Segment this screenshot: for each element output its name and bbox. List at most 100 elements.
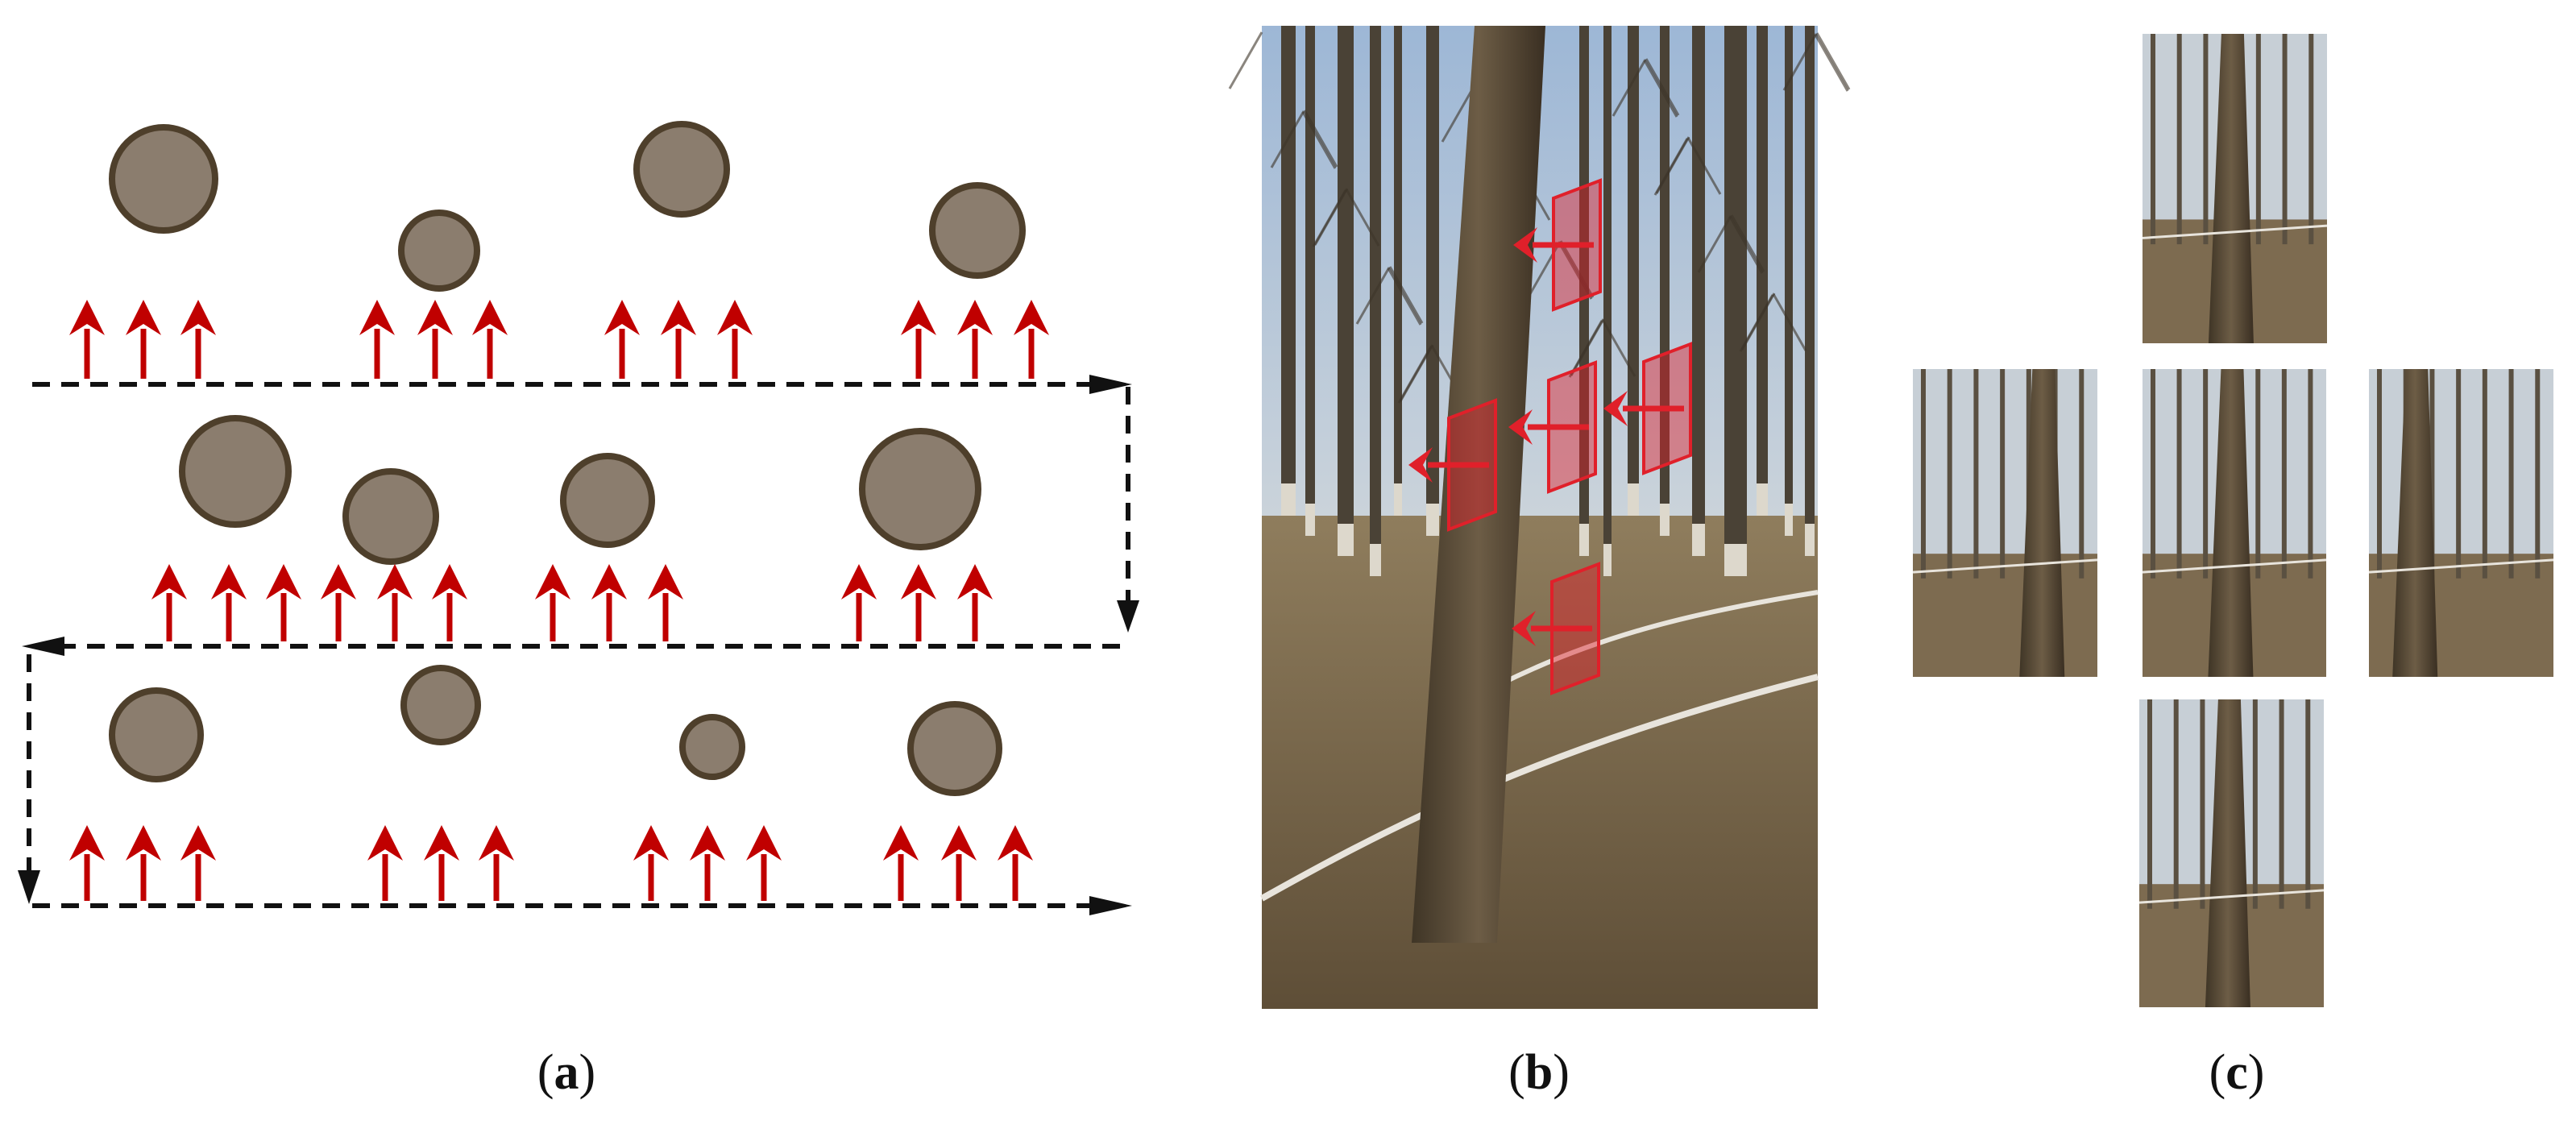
camera-arrow-head — [151, 564, 187, 600]
camera-arrow-head — [717, 300, 753, 335]
photo-b-branch — [1814, 34, 1849, 92]
thumbnail-main-trunk — [2019, 369, 2065, 677]
thumbnail-bg-tree — [2000, 369, 2006, 579]
camera-arrow-head — [901, 564, 936, 600]
thumbnail-left — [1912, 369, 2098, 677]
photo-b-branch — [1612, 59, 1647, 117]
tree-stems-group — [109, 121, 1026, 796]
photo-b-branch — [1441, 85, 1476, 143]
camera-arrow-head — [69, 825, 105, 861]
camera-arrow-head — [424, 825, 459, 861]
thumbnail-bg-tree — [2176, 34, 2182, 245]
path-arrowhead-1 — [1089, 375, 1132, 394]
image-plane-arrow-head — [1603, 391, 1628, 426]
thumbnail-bg-tree — [2282, 34, 2288, 245]
photo-b-tree-trunk — [1603, 26, 1612, 576]
panel-c-label: (c) — [2209, 1045, 2265, 1100]
thumbnail-bg-tree — [2255, 34, 2261, 245]
thumbnail-main-trunk — [2208, 34, 2254, 343]
photo-b-branch — [1815, 32, 1851, 90]
camera-arrow-head — [883, 825, 919, 861]
tree-stem-circle — [633, 121, 730, 218]
photo-b-tree-whitewash — [1724, 544, 1747, 576]
panel-b-label: (b) — [1508, 1045, 1570, 1100]
image-plane-arrow-head — [1508, 409, 1533, 445]
photo-b-tree-whitewash — [1426, 504, 1439, 536]
photo-b-branch — [1345, 189, 1380, 247]
photo-b-tree-trunk — [1394, 26, 1402, 516]
tree-stem-circle — [679, 714, 745, 780]
photo-b-tree-whitewash — [1660, 504, 1670, 536]
image-plane-arrow-head — [1512, 611, 1536, 646]
photo-b-branch — [1782, 33, 1818, 91]
photo-b-branch — [1697, 215, 1732, 273]
photo-b-main-trunk — [1412, 26, 1545, 943]
thumbnail-bg-tree — [2535, 369, 2541, 579]
thumbnail-tape — [2368, 558, 2554, 574]
camera-arrow-head — [472, 300, 508, 335]
camera-arrow-head — [417, 300, 453, 335]
path-arrowhead-5 — [1089, 896, 1132, 915]
camera-arrow-head — [957, 300, 993, 335]
photo-b-branch — [1728, 216, 1764, 274]
photo-b-branch — [1558, 242, 1593, 300]
tree-stem-circle — [400, 665, 481, 745]
photo-b-tree-whitewash — [1305, 504, 1315, 536]
photo-b-tree-whitewash — [1338, 524, 1354, 556]
photo-b-tree-trunk — [1785, 26, 1793, 536]
thumbnail-bg-tree — [2176, 369, 2182, 579]
camera-arrow-head — [1014, 300, 1049, 335]
thumbnail-bg-tree — [2508, 369, 2514, 579]
photo-b-tree-whitewash — [1603, 544, 1612, 576]
photo-b-tree-trunk — [1338, 26, 1354, 556]
camera-arrow-head — [998, 825, 1033, 861]
photo-b-tree-trunk — [1692, 26, 1705, 556]
camera-arrow-head — [69, 300, 105, 335]
camera-direction-arrows — [69, 300, 1049, 901]
camera-arrow-head — [648, 564, 683, 600]
photo-b-branch — [1270, 110, 1305, 168]
thumbnail-bg-tree — [2147, 699, 2152, 909]
thumbnail-bg-tree — [2151, 369, 2155, 579]
photo-b-branch — [1303, 110, 1338, 168]
photo-b-tree-trunk — [1579, 26, 1589, 556]
photo-b-tree-whitewash — [1281, 483, 1296, 516]
photo-b-tree-trunk — [1370, 26, 1381, 576]
photo-b-tree-trunk — [1628, 26, 1639, 516]
photo-b-tree-whitewash — [1579, 524, 1589, 556]
tree-stem-circle — [109, 687, 204, 782]
camera-arrow-head — [591, 564, 627, 600]
photo-b-branch — [1730, 214, 1765, 272]
path-arrowhead-4 — [18, 870, 40, 904]
thumbnail-center — [2142, 369, 2327, 677]
thumbnail-bg-tree — [2429, 369, 2435, 579]
photo-b-branch — [1312, 189, 1347, 247]
camera-arrow-head — [432, 564, 467, 600]
thumbnail-bg-tree — [1947, 369, 1952, 579]
camera-arrow-head — [604, 300, 640, 335]
thumbnail-tape — [1912, 558, 2098, 574]
camera-arrow-head — [266, 564, 301, 600]
photo-b-tree-whitewash — [1394, 483, 1402, 516]
camera-arrow-head — [535, 564, 570, 600]
photo-b-branch — [1601, 319, 1636, 377]
photo-b-plot-tape-2 — [1497, 590, 1819, 687]
tree-stem-circle — [929, 182, 1026, 279]
photo-b-tree-whitewash — [1692, 524, 1705, 556]
photo-b-tree-trunk — [1426, 26, 1439, 536]
image-plane-arrow-head — [1513, 227, 1537, 263]
panel-c-photos — [1912, 34, 2554, 1007]
photo-b-branch — [1301, 111, 1337, 169]
camera-arrow-head — [841, 564, 877, 600]
photo-b-branch — [1653, 138, 1689, 196]
path-arrowhead-3 — [22, 637, 64, 656]
thumbnail-bg-tree — [2203, 34, 2209, 245]
camera-arrow-head — [367, 825, 403, 861]
thumbnail-bg-tree — [2308, 34, 2314, 245]
tree-stem-circle — [342, 468, 439, 565]
thumbnail-top — [2142, 34, 2328, 343]
thumbnail-bg-tree — [2281, 369, 2287, 579]
thumbnail-tape — [2142, 558, 2327, 574]
photo-b-image-planes — [1408, 178, 1692, 695]
